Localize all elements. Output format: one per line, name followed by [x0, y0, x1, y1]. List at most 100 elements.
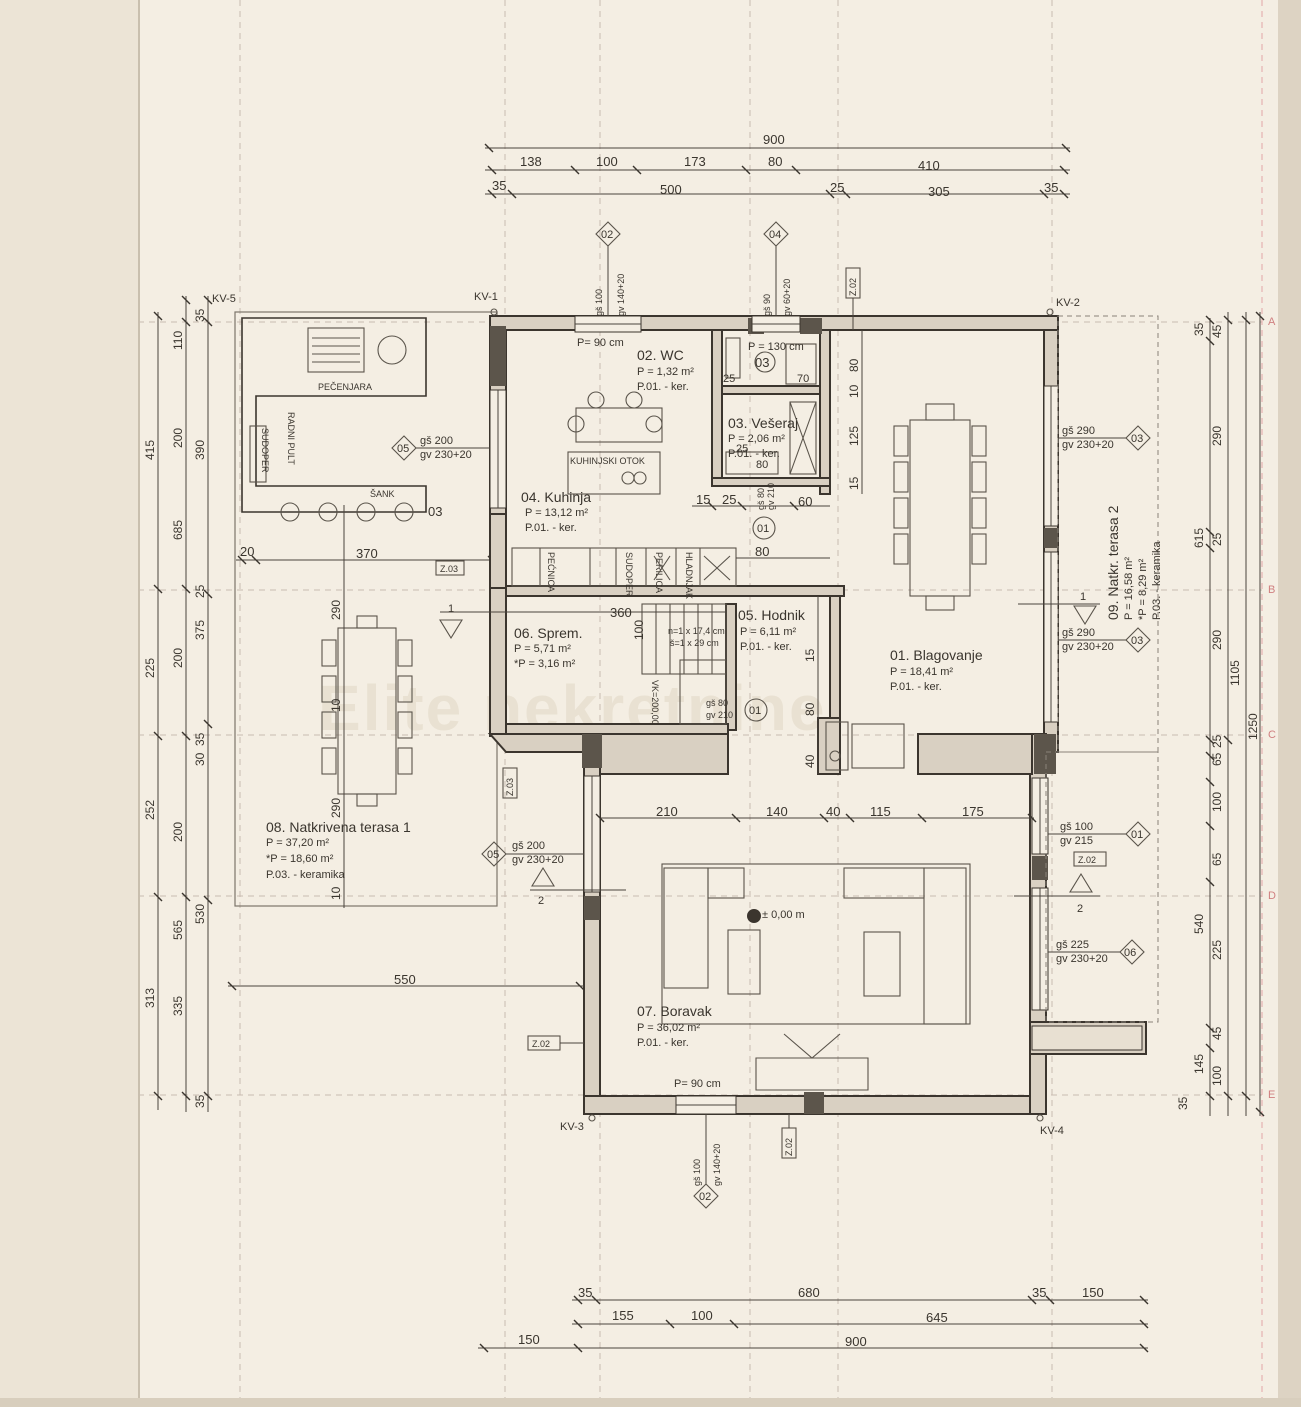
grid-letter-b: B — [1268, 584, 1275, 596]
section-1-left: 1 — [448, 603, 454, 615]
dim-v-15: 15 — [847, 476, 861, 490]
dim-left-335: 335 — [171, 996, 185, 1016]
win-06-right-gv: gv 230+20 — [1056, 953, 1108, 965]
interior-furniture: KUHINJSKI OTOK PEĆNICA SUDOPER PERILICA … — [511, 337, 987, 1091]
section-markers: 1 1 2 2 — [439, 591, 1100, 915]
label-sudoper: SUDOPER — [260, 428, 270, 473]
win-02-bottom-gv: gv 140+20 — [712, 1144, 722, 1186]
dim-left-35c: 35 — [193, 1094, 207, 1108]
dim-terrace-10: 10 — [329, 698, 343, 712]
room-08-floor: P.03. - keramika — [266, 869, 346, 881]
dim-bottom-900: 900 — [845, 1334, 867, 1349]
label-sudoper-k: SUDOPER — [624, 552, 634, 597]
dim-bottom-100: 100 — [691, 1308, 713, 1323]
dim-top-410: 410 — [918, 158, 940, 173]
win-02-top-gv: gv 140+20 — [616, 274, 626, 316]
label-pecenjara: PEČENJARA — [318, 382, 372, 392]
dim-right-65b: 65 — [1210, 852, 1224, 866]
grid-letter-a: A — [1268, 316, 1276, 328]
room-02-floor: P.01. - ker. — [637, 381, 689, 393]
win-02-bottom-tag: 02 — [699, 1191, 711, 1203]
win-06-right-gs: gš 225 — [1056, 939, 1089, 951]
room-06-name: 06. Sprem. — [514, 625, 582, 641]
dim-right-225: 225 — [1210, 940, 1224, 960]
dim-liv-40: 40 — [826, 804, 840, 819]
room-01-floor: P.01. - ker. — [890, 681, 942, 693]
dim-right-45b: 45 — [1210, 1026, 1224, 1040]
room-07-area: P = 36,02 m² — [637, 1022, 700, 1034]
dim-right-65a: 65 — [1210, 752, 1224, 766]
dim-top-25: 25 — [830, 180, 844, 195]
label-stair3: VK=200,00 — [650, 680, 660, 725]
terrace-1: PEČENJARA RADNI PULT SUDOPER ŠANK 03 20 … — [234, 311, 498, 908]
dim-top-overall: 900 — [763, 132, 785, 147]
column-kv2: KV-2 — [1056, 297, 1080, 309]
dim-bottom-680: 680 — [798, 1285, 820, 1300]
dim-bottom-150a: 150 — [1082, 1285, 1104, 1300]
dim-k-100: 100 — [632, 620, 646, 640]
win-03-right2-gs: gš 290 — [1062, 627, 1095, 639]
win-05-left-tag: 05 — [397, 443, 409, 455]
dim-terrace-290a: 290 — [329, 600, 343, 620]
room-08-area2: *P = 18,60 m² — [266, 853, 334, 865]
sheet-edge-bottom — [0, 1398, 1301, 1407]
win-02-bottom-gs: gš 100 — [692, 1159, 702, 1186]
room-07-floor: P.01. - ker. — [637, 1037, 689, 1049]
room-09-name: 09. Natkr. terasa 2 — [1105, 505, 1121, 620]
inner-dimensions: 210 140 40 115 175 550 15 25 60 80 360 1… — [227, 330, 1037, 991]
label-z03-left: Z.03 — [505, 778, 515, 796]
dim-right-540: 540 — [1192, 914, 1206, 934]
win-02-top-tag: 02 — [601, 229, 613, 241]
win-03-right-tag: 03 — [1131, 433, 1143, 445]
win-05-left-gs: gš 200 — [420, 435, 453, 447]
section-2-left: 2 — [538, 895, 544, 907]
room-03-area: P = 2,06 m² — [728, 433, 785, 445]
room-02-area: P = 1,32 m² — [637, 366, 694, 378]
dim-ves-25: 25 — [736, 443, 748, 455]
level-label: ± 0,00 m — [762, 909, 805, 921]
dim-left-313: 313 — [143, 988, 157, 1008]
room-06-area: P = 5,71 m² — [514, 643, 571, 655]
top-dimensions: 900 138 100 173 80 410 35 500 25 305 35 — [484, 132, 1071, 199]
grid-letters: A B C D E — [1268, 316, 1276, 1101]
win-01-right-gs: gš 100 — [1060, 821, 1093, 833]
dim-bottom-35b: 35 — [1032, 1285, 1046, 1300]
dim-k-15: 15 — [696, 492, 710, 507]
dim-hod-15: 15 — [803, 648, 817, 662]
room-08-area: P = 37,20 m² — [266, 837, 329, 849]
win-04-top-gv: gv 60+20 — [782, 279, 792, 316]
room-01-area: P = 18,41 m² — [890, 666, 953, 678]
room-09-floor: P.03. - keramika — [1151, 540, 1163, 620]
door-bottom-label: P= 90 cm — [674, 1078, 721, 1090]
label-z03-terrace: Z.03 — [440, 564, 458, 574]
room-03-name: 03. Vešeraj — [728, 415, 798, 431]
dim-right-290a: 290 — [1210, 426, 1224, 446]
dim-right-1250: 1250 — [1246, 713, 1260, 740]
column-tags: KV-5 KV-1 KV-2 KV-3 KV-4 — [212, 291, 1080, 1137]
win-06-right-tag: 06 — [1124, 947, 1136, 959]
room-09-area: P = 16,58 m² — [1123, 557, 1135, 620]
dim-right-100a: 100 — [1210, 792, 1224, 812]
dim-top-100: 100 — [596, 154, 618, 169]
win-02-top-gs: gš 100 — [594, 289, 604, 316]
label-stair: n=1 x 17,4 cm — [668, 626, 725, 636]
dim-liv-140: 140 — [766, 804, 788, 819]
dim-left-25: 25 — [193, 584, 207, 598]
room-01-name: 01. Blagovanje — [890, 647, 983, 663]
room-07-name: 07. Boravak — [637, 1003, 713, 1019]
dim-liv-115: 115 — [870, 804, 891, 819]
dim-top-500: 500 — [660, 182, 682, 197]
win-05-mid-gs: gš 200 — [512, 840, 545, 852]
label-z02-top: Z.02 — [848, 278, 858, 296]
dim-right-35a: 35 — [1192, 322, 1206, 336]
right-dimensions: 35 45 290 25 290 25 65 100 65 225 45 145… — [1176, 311, 1265, 1117]
room-labels: 01. Blagovanje P = 18,41 m² P.01. - ker.… — [514, 347, 1163, 1049]
dim-terrace-290b: 290 — [329, 798, 343, 818]
dim-v-80: 80 — [847, 358, 861, 372]
room-04-floor: P.01. - ker. — [525, 522, 577, 534]
dim-top-138: 138 — [520, 154, 542, 169]
dim-liv-210: 210 — [656, 804, 678, 819]
dim-left-200c: 200 — [171, 822, 185, 842]
dim-right-35b: 35 — [1176, 1096, 1190, 1110]
